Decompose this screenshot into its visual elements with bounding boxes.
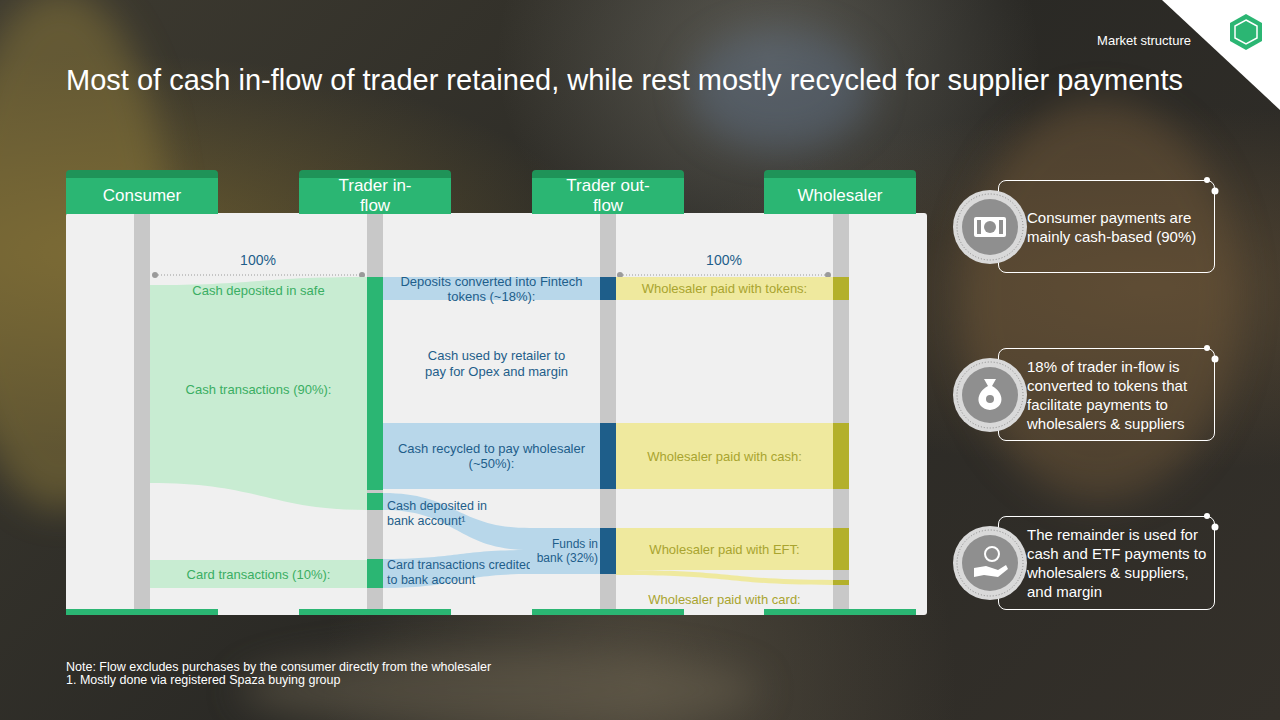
node-text: Wholesaler <box>797 186 882 206</box>
panel <box>66 213 927 615</box>
strip-fill <box>616 570 833 585</box>
node-text: Wholesaler paid with EFT: <box>649 542 799 557</box>
node-text: Card transactions (10%): <box>187 567 331 582</box>
callout-box: The remainder is used for cash and ETF p… <box>998 516 1215 610</box>
column-base <box>66 609 218 615</box>
node-text: The remainder is used for cash and ETF p… <box>1027 525 1212 601</box>
photo-blur <box>0 0 1240 720</box>
dotted-line <box>620 275 828 276</box>
column-header: Consumer <box>66 170 218 214</box>
flow-note: Cash used by retailer to pay for Opex an… <box>424 348 569 380</box>
logo-hexagon <box>1230 14 1262 50</box>
node-text: Trader in-flow <box>325 176 425 216</box>
card-ribbon: Card transactions (10%): <box>150 560 367 588</box>
wholesaler-strip: Wholesaler paid with card: <box>616 568 849 608</box>
decoration <box>953 526 1027 600</box>
decoration <box>1212 356 1219 363</box>
node-text: Wholesaler paid with cash: <box>647 449 802 464</box>
decoration <box>953 190 1027 264</box>
node-text: Trader out-flow <box>558 176 658 216</box>
decoration <box>953 358 1027 432</box>
decoration <box>960 100 1240 500</box>
decoration <box>957 194 1023 260</box>
node-text: Consumer <box>103 186 181 206</box>
column-base <box>532 609 684 615</box>
node-text: Wholesaler paid with tokens: <box>642 281 807 296</box>
node-text: Deposits converted into Fintech tokens (… <box>389 274 594 304</box>
column-header: Trader out-flow <box>532 170 684 214</box>
bank-flow: Cash deposited in bank account¹ <box>383 493 501 531</box>
callout-icon <box>953 358 1027 432</box>
column-base <box>299 609 451 615</box>
wholesaler-band: Wholesaler paid with EFT: <box>616 528 849 570</box>
decoration <box>962 535 1018 591</box>
callout-icon <box>953 526 1027 600</box>
decoration <box>974 565 1008 577</box>
flow-segment <box>367 277 383 490</box>
column-base <box>764 609 916 615</box>
callout-box: Consumer payments are mainly cash-based … <box>998 180 1215 273</box>
percent-label: 100% <box>208 252 308 269</box>
node-text: Funds in bank (32%) <box>530 537 598 565</box>
node-text: Consumer payments are mainly cash-based … <box>1027 208 1212 246</box>
ribbon-fill <box>150 277 367 510</box>
decoration <box>962 367 1018 423</box>
decoration <box>986 395 994 403</box>
card-flow: Card transactions credited to bank accou… <box>383 557 543 589</box>
node-text: Wholesaler paid with card: <box>616 592 833 607</box>
decoration <box>984 221 996 233</box>
decoration <box>957 530 1023 596</box>
cash-ribbon: Cash deposited in safeCash transactions … <box>150 277 367 510</box>
decoration <box>1212 188 1219 195</box>
node-text: Cash deposited in safe <box>150 283 367 298</box>
decoration <box>957 362 1023 428</box>
decoration <box>974 217 1006 237</box>
strip-end <box>833 580 849 585</box>
flow-segment <box>367 493 383 510</box>
flow-ribbon <box>383 493 530 550</box>
slide-title: Most of cash in-flow of trader retained,… <box>66 63 1226 97</box>
percent-label: 100% <box>674 252 774 269</box>
section-tag: Market structure <box>990 33 1191 49</box>
callout-box: 18% of trader in-flow is converted to to… <box>998 348 1215 441</box>
decoration <box>1212 524 1219 531</box>
footnote: 1. Mostly done via registered Spaza buyi… <box>66 673 866 689</box>
dot <box>152 272 158 278</box>
column-bar <box>367 213 383 610</box>
decoration <box>999 220 1003 234</box>
node-text: Cash recycled to pay wholesaler (~50%): <box>389 441 594 471</box>
node-text: Card transactions credited to bank accou… <box>387 558 537 588</box>
decoration <box>962 199 1018 255</box>
column-bar <box>134 213 150 610</box>
cash-band: Cash recycled to pay wholesaler (~50%): <box>383 423 616 489</box>
token-band: Deposits converted into Fintech tokens (… <box>383 277 616 300</box>
decoration <box>985 547 999 561</box>
node-text: 18% of trader in-flow is converted to to… <box>1027 357 1212 433</box>
dotted-line <box>155 275 362 276</box>
callout-icon <box>953 190 1027 264</box>
wholesaler-band: Wholesaler paid with tokens: <box>616 277 849 300</box>
node-text: Cash transactions (90%): <box>150 382 367 397</box>
funds-box: Funds in bank (32%) <box>530 528 616 574</box>
wholesaler-band: Wholesaler paid with cash: <box>616 423 849 489</box>
flow-segment <box>367 559 383 588</box>
corner-dots <box>1204 177 1219 531</box>
logo-inner <box>1235 20 1257 44</box>
column-header: Wholesaler <box>764 170 916 214</box>
column-header: Trader in-flow <box>299 170 451 214</box>
node-text: Cash deposited in bank account¹ <box>387 499 499 529</box>
decoration <box>977 220 981 234</box>
